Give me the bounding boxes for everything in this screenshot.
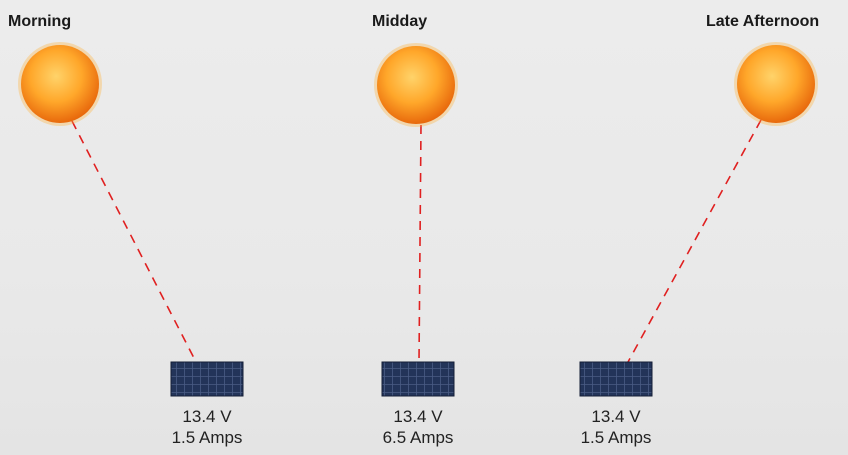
sun-icon [18, 42, 102, 126]
current-reading: 1.5 Amps [580, 428, 652, 447]
solar-panel-icon [579, 361, 653, 397]
sun-icon [374, 43, 458, 127]
panel-reading-morning: 13.4 V 1.5 Amps [152, 406, 262, 448]
voltage-reading: 13.4 V [591, 407, 641, 426]
sun-ray-late-afternoon [627, 119, 762, 363]
time-label-late-afternoon: Late Afternoon [706, 13, 820, 30]
sun-icon [734, 42, 818, 126]
panel-reading-late-afternoon: 13.4 V 1.5 Amps [561, 406, 671, 448]
voltage-reading: 13.4 V [182, 407, 232, 426]
sun-ray-morning [71, 120, 197, 363]
time-label-midday: Midday [372, 13, 428, 30]
solar-panel-icon [381, 361, 455, 397]
sun-ray-midday [418, 124, 422, 363]
time-label-morning: Morning [8, 13, 72, 30]
current-reading: 6.5 Amps [382, 428, 454, 447]
current-reading: 1.5 Amps [171, 428, 243, 447]
panel-reading-midday: 13.4 V 6.5 Amps [363, 406, 473, 448]
voltage-reading: 13.4 V [393, 407, 443, 426]
solar-panel-icon [170, 361, 244, 397]
